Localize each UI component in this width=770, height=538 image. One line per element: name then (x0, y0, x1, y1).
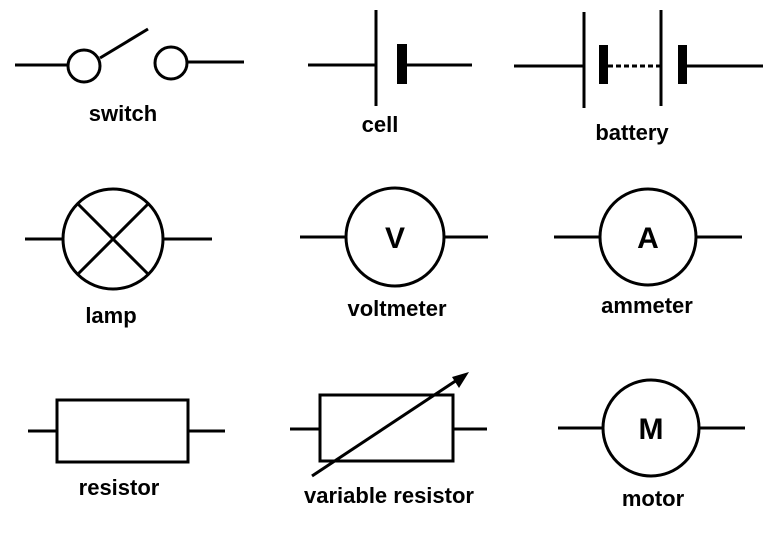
resistor-symbol: resistor (28, 398, 225, 500)
cell-symbol: cell (308, 10, 472, 137)
cell-label: cell (362, 112, 399, 137)
ammeter-letter: A (637, 222, 659, 255)
motor-letter: M (639, 413, 664, 446)
voltmeter-label: voltmeter (347, 296, 446, 321)
switch-symbol: switch (15, 27, 244, 126)
motor-label: motor (622, 486, 685, 511)
voltmeter-letter: V (385, 222, 405, 255)
ammeter-symbol: A ammeter (554, 187, 742, 318)
voltmeter-symbol: V voltmeter (300, 186, 488, 321)
variable-resistor-label: variable resistor (304, 483, 474, 508)
battery-label: battery (595, 120, 669, 145)
battery-symbol: battery (514, 10, 763, 145)
variable-resistor-symbol: variable resistor (290, 372, 487, 508)
motor-symbol: M motor (558, 378, 745, 511)
resistor-label: resistor (79, 475, 160, 500)
switch-label: switch (89, 101, 157, 126)
lamp-label: lamp (85, 303, 136, 328)
ammeter-label: ammeter (601, 293, 693, 318)
lamp-symbol: lamp (25, 187, 212, 328)
